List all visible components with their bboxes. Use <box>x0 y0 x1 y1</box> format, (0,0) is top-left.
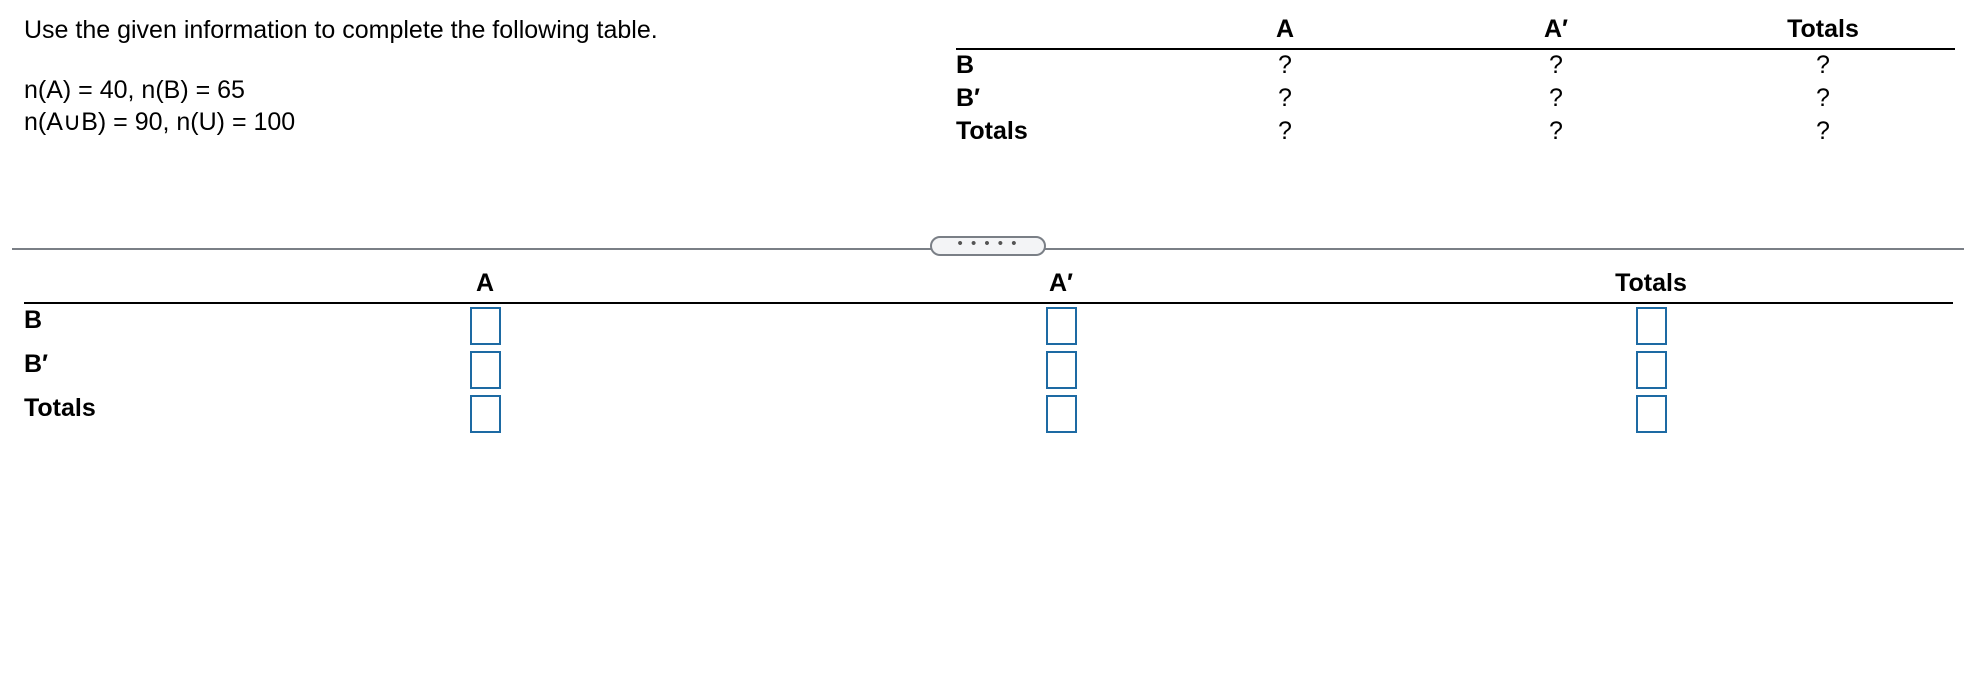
reference-cell: ? <box>1549 51 1563 79</box>
reference-row-label: B <box>956 51 975 79</box>
answer-input-b-complement-a-complement[interactable] <box>1046 351 1077 389</box>
answer-table: A A′ Totals B B′ Totals <box>24 268 1953 436</box>
answer-input-b-complement-a[interactable] <box>470 351 501 389</box>
answer-input-totals-a-complement[interactable] <box>1046 395 1077 433</box>
given-values-line-2: n(A∪B) = 90, n(U) = 100 <box>24 108 296 136</box>
answer-col-header-totals: Totals <box>1615 269 1687 297</box>
reference-cell: ? <box>1816 117 1830 145</box>
reference-col-header-a-complement: A′ <box>1543 15 1569 43</box>
reference-col-header-a: A <box>1275 15 1295 43</box>
reference-cell: ? <box>1816 51 1830 79</box>
reference-cell: ? <box>1816 84 1830 112</box>
answer-table-header: A A′ Totals <box>24 268 1953 304</box>
answer-row-label: B <box>24 306 43 334</box>
reference-cell: ? <box>1278 117 1292 145</box>
answer-row-totals: Totals <box>24 392 1953 436</box>
reference-table: A A′ Totals B ? ? ? B′ ? ? ? Totals ? ? … <box>956 14 1955 149</box>
answer-input-b-complement-totals[interactable] <box>1636 351 1667 389</box>
given-values-line-1: n(A) = 40, n(B) = 65 <box>24 76 245 104</box>
answer-row-b-complement: B′ <box>24 348 1953 392</box>
reference-cell: ? <box>1278 51 1292 79</box>
question-prompt: Use the given information to complete th… <box>24 16 658 44</box>
question-panel: Use the given information to complete th… <box>24 14 924 138</box>
answer-input-totals-totals[interactable] <box>1636 395 1667 433</box>
reference-row-b-complement: B′ ? ? ? <box>956 83 1955 116</box>
answer-row-label: Totals <box>24 394 96 422</box>
reference-table-header: A A′ Totals <box>956 14 1955 50</box>
answer-col-header-a: A <box>475 269 495 297</box>
answer-input-totals-a[interactable] <box>470 395 501 433</box>
reference-cell: ? <box>1549 117 1563 145</box>
answer-input-b-a[interactable] <box>470 307 501 345</box>
reference-row-label: Totals <box>956 117 1028 145</box>
reference-cell: ? <box>1549 84 1563 112</box>
answer-row-label: B′ <box>24 350 49 378</box>
reference-row-label: B′ <box>956 84 981 112</box>
answer-input-b-a-complement[interactable] <box>1046 307 1077 345</box>
answer-row-b: B <box>24 304 1953 348</box>
reference-cell: ? <box>1278 84 1292 112</box>
pane-resize-handle[interactable]: • • • • • <box>930 236 1046 256</box>
answer-input-b-totals[interactable] <box>1636 307 1667 345</box>
reference-row-totals: Totals ? ? ? <box>956 116 1955 149</box>
answer-col-header-a-complement: A′ <box>1048 269 1074 297</box>
reference-row-b: B ? ? ? <box>956 50 1955 83</box>
reference-col-header-totals: Totals <box>1787 15 1859 43</box>
